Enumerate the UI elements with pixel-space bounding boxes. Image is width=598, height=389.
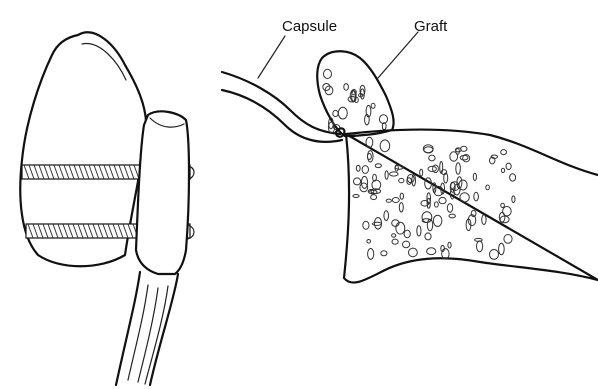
bone-pore — [361, 176, 367, 188]
bone-pore — [354, 178, 361, 185]
capsule-leader-line — [258, 36, 285, 78]
bone-pore — [374, 218, 381, 230]
bone-pore — [368, 249, 374, 260]
bone-pore — [474, 192, 479, 201]
capsule-label: Capsule — [282, 18, 337, 35]
bone-pore — [424, 147, 433, 153]
bone-pores — [353, 137, 516, 259]
bone-pore — [473, 173, 476, 180]
bone-pore — [450, 152, 458, 161]
bone-pore — [503, 207, 512, 216]
glenoid-fixation-view — [20, 32, 194, 385]
bone-pore — [399, 178, 404, 182]
bone-pore — [371, 195, 377, 200]
bone-pore — [396, 222, 405, 234]
bone-pore — [499, 243, 505, 255]
bone-pore — [409, 248, 418, 257]
bone-pore — [386, 199, 391, 202]
bone-pore — [475, 238, 483, 241]
bone-pore — [439, 197, 446, 203]
bone-pore — [381, 251, 387, 256]
bone-pore — [506, 163, 511, 169]
bone-pore — [356, 165, 360, 171]
bone-pore — [420, 169, 423, 176]
bone-pore — [363, 221, 369, 229]
bone-pore — [353, 195, 359, 198]
bone-pore — [400, 193, 403, 199]
capsule-graft-view — [222, 32, 598, 283]
bone-pore — [486, 185, 490, 190]
bone-pore — [504, 235, 512, 244]
bone-pore — [404, 230, 410, 238]
bone-pore — [372, 222, 381, 225]
bone-pore — [460, 155, 468, 160]
graft-label: Graft — [414, 18, 448, 35]
bone-pore — [392, 198, 399, 203]
bone-pore — [375, 164, 381, 168]
bone-pore — [427, 248, 436, 255]
bone-pore — [385, 171, 388, 179]
bone-pore — [501, 150, 507, 155]
bone-pore — [501, 203, 505, 207]
bone-body — [344, 130, 598, 283]
bone-pore — [449, 214, 455, 218]
bone-pore — [390, 172, 399, 176]
bone-pore — [490, 250, 499, 260]
bone-pore — [366, 137, 373, 147]
bone-pore — [433, 215, 442, 226]
bone-pore — [501, 168, 504, 172]
bone-pore — [510, 174, 516, 181]
bone-pore — [392, 239, 398, 244]
bone-pore — [367, 240, 371, 244]
bone-block — [136, 111, 189, 274]
bone-pore — [482, 215, 486, 225]
bone-pore — [368, 151, 374, 162]
bone-pore — [448, 242, 451, 248]
bone-pore — [477, 241, 483, 252]
graft-leader-line — [378, 32, 418, 78]
bone-pore — [512, 196, 515, 203]
bone-pore — [380, 140, 390, 152]
bone-pore — [362, 166, 368, 174]
bone-pore — [425, 233, 431, 240]
bone-pore — [456, 163, 461, 175]
bone-pore — [417, 226, 421, 236]
bone-pore — [435, 202, 439, 207]
bone-pore — [392, 234, 396, 237]
bone-pore — [447, 204, 452, 213]
bone-pore — [384, 211, 389, 221]
bone-pore — [399, 203, 403, 212]
bone-pore — [460, 193, 469, 202]
glenoid-rim-inner — [82, 44, 126, 80]
bone-pore — [403, 241, 410, 248]
bone-pore — [429, 155, 435, 161]
